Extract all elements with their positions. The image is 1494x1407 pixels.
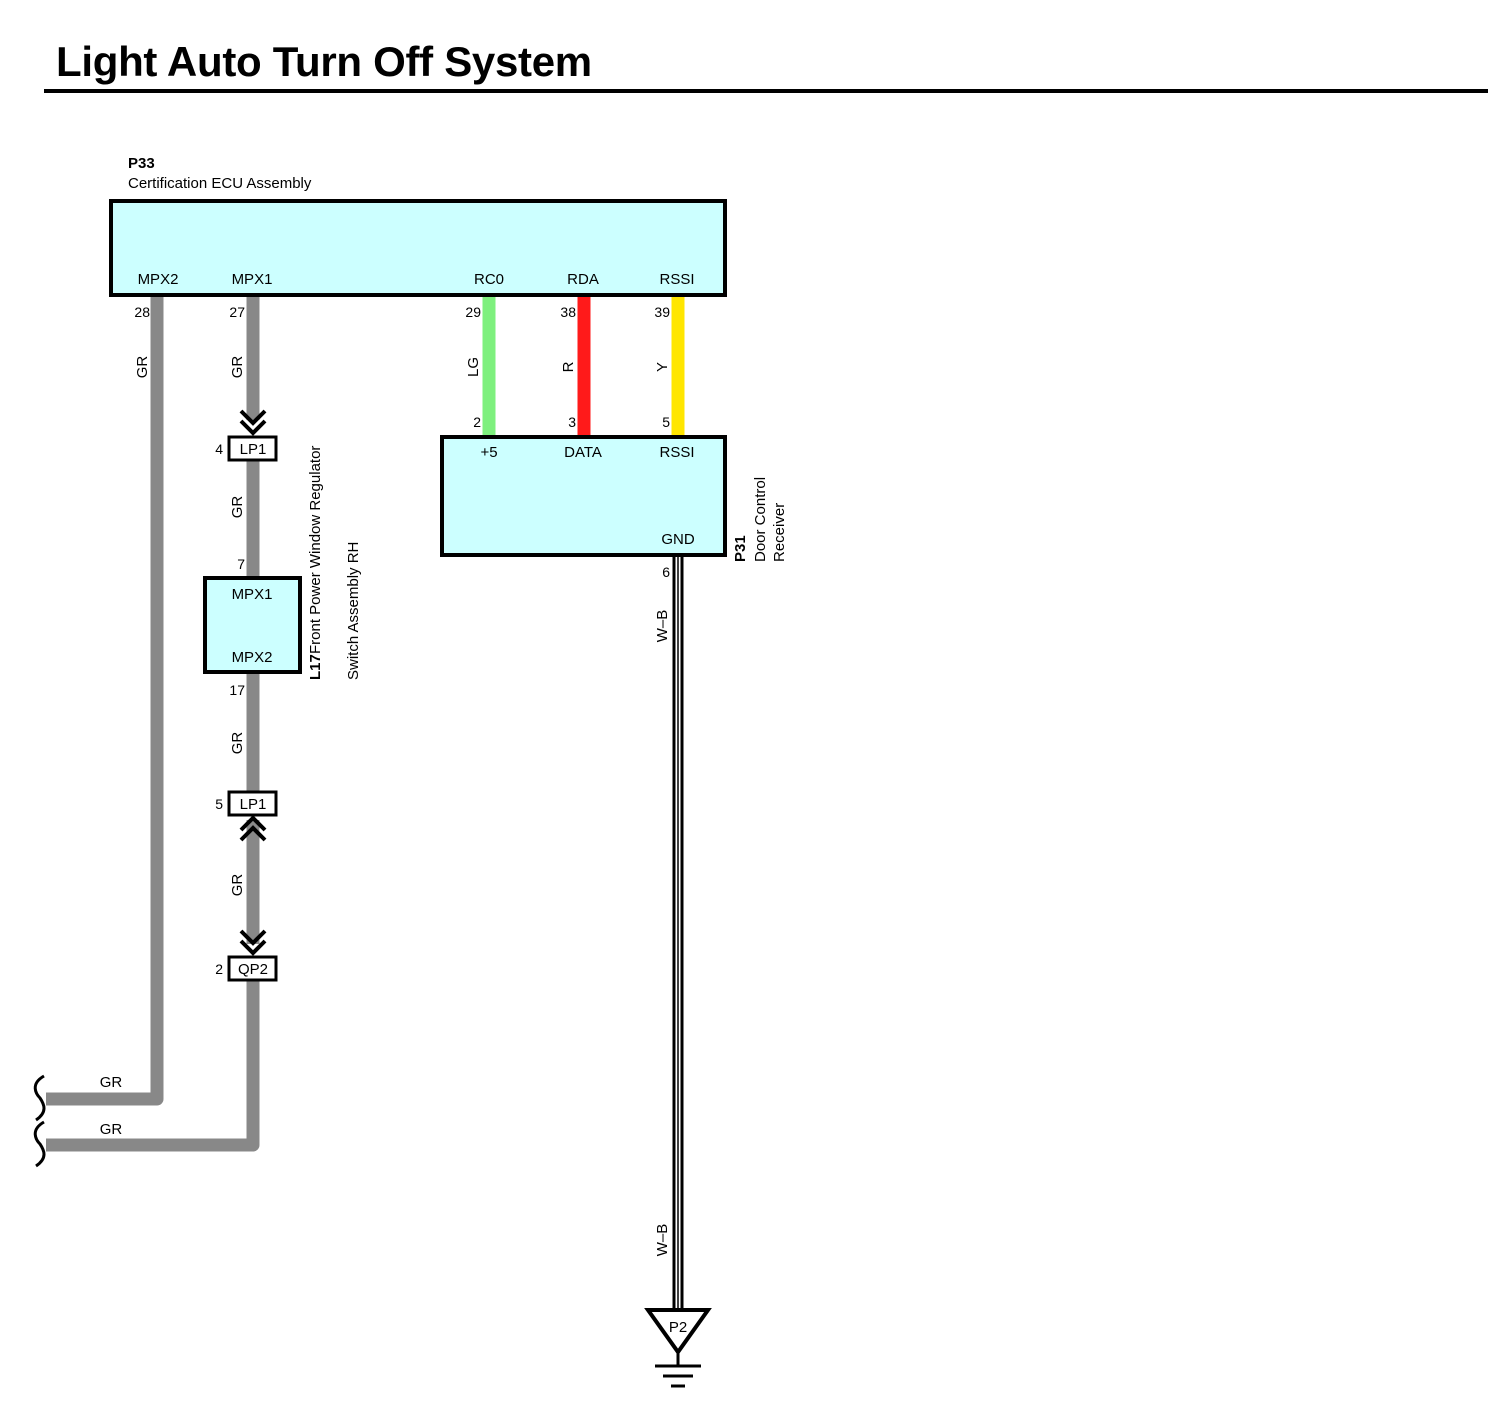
wire-label-wb-top: W–B [654,610,671,643]
switch-box [203,576,302,674]
ecu-pin-38: 38 [560,304,576,320]
ecu-name: Certification ECU Assembly [128,175,312,192]
wire-label-gr-left-2: GR [100,1121,123,1138]
wire-label-gr-left-1: GR [100,1074,123,1091]
connector-arrow-qp2-a [239,929,267,946]
wire-label-gr-mpx1: GR [229,356,246,379]
connector-lp1-5-pin: 5 [215,796,223,812]
ecu-terminal-rc0: RC0 [474,271,504,288]
ecu-terminal-mpx1: MPX1 [232,271,273,288]
title-underline [44,89,1488,93]
connector-lp1-4-id: LP1 [240,441,267,458]
switch-code: L17 [307,654,324,680]
wire-break-symbol-1 [33,1074,46,1122]
receiver-terminal-5v: +5 [480,444,497,461]
connector-qp2-pin: 2 [215,961,223,977]
connector-arrow-qp2-b [239,939,267,956]
connector-lp1-5 [227,790,278,817]
wire-label-y: Y [654,362,671,372]
switch-terminal-mpx1: MPX1 [232,586,273,603]
connector-arrow-lp1-4-a [239,409,267,426]
receiver-pin-5: 5 [662,414,670,430]
wire-label-r: R [560,361,577,372]
receiver-box [440,435,727,557]
ecu-terminal-rssi: RSSI [659,271,694,288]
connector-lp1-4-pin: 4 [215,441,223,457]
ecu-pin-29: 29 [465,304,481,320]
receiver-terminal-rssi: RSSI [659,444,694,461]
receiver-pin-3: 3 [568,414,576,430]
wire-label-gr-4: GR [229,874,246,897]
switch-name-line1: Front Power Window Regulator [307,446,324,654]
wire-mpx2 [46,296,164,1106]
receiver-pin-2: 2 [473,414,481,430]
switch-terminal-mpx2: MPX2 [232,649,273,666]
wire-label-lg: LG [465,357,482,377]
wire-qp2-out [46,980,260,1152]
wire-label-wb-bottom: W–B [654,1224,671,1257]
switch-name-line2: Switch Assembly RH [345,542,362,680]
ecu-pin-28: 28 [134,304,150,320]
connector-lp1-4 [227,435,278,462]
ground-id: P2 [669,1319,687,1336]
ecu-terminal-rda: RDA [567,271,599,288]
ecu-pin-39: 39 [654,304,670,320]
page-title: Light Auto Turn Off System [56,38,592,85]
connector-qp2 [227,955,278,982]
connector-arrow-lp1-4-b [239,419,267,436]
connector-qp2-id: QP2 [238,961,268,978]
wire-label-gr-2: GR [229,496,246,519]
switch-pin-7: 7 [237,556,245,572]
switch-pin-17: 17 [229,682,245,698]
ecu-box [109,199,727,297]
ecu-code: P33 [128,155,155,172]
wire-label-gr-3: GR [229,732,246,755]
wire-label-gr-mpx2: GR [134,356,151,379]
receiver-code: P31 [732,535,749,562]
receiver-name-line1: Door Control [752,477,769,562]
wire-break-symbol-2 [33,1120,46,1168]
receiver-terminal-gnd: GND [661,531,695,548]
ecu-pin-27: 27 [229,304,245,320]
connector-arrow-lp1-5-a [239,815,267,832]
connector-arrow-lp1-5-b [239,825,267,842]
ground-triangle [644,1308,712,1356]
connector-lp1-5-id: LP1 [240,796,267,813]
receiver-name-line2: Receiver [771,503,788,562]
ecu-terminal-mpx2: MPX2 [138,271,179,288]
receiver-terminal-data: DATA [564,444,602,461]
receiver-pin-6: 6 [662,564,670,580]
